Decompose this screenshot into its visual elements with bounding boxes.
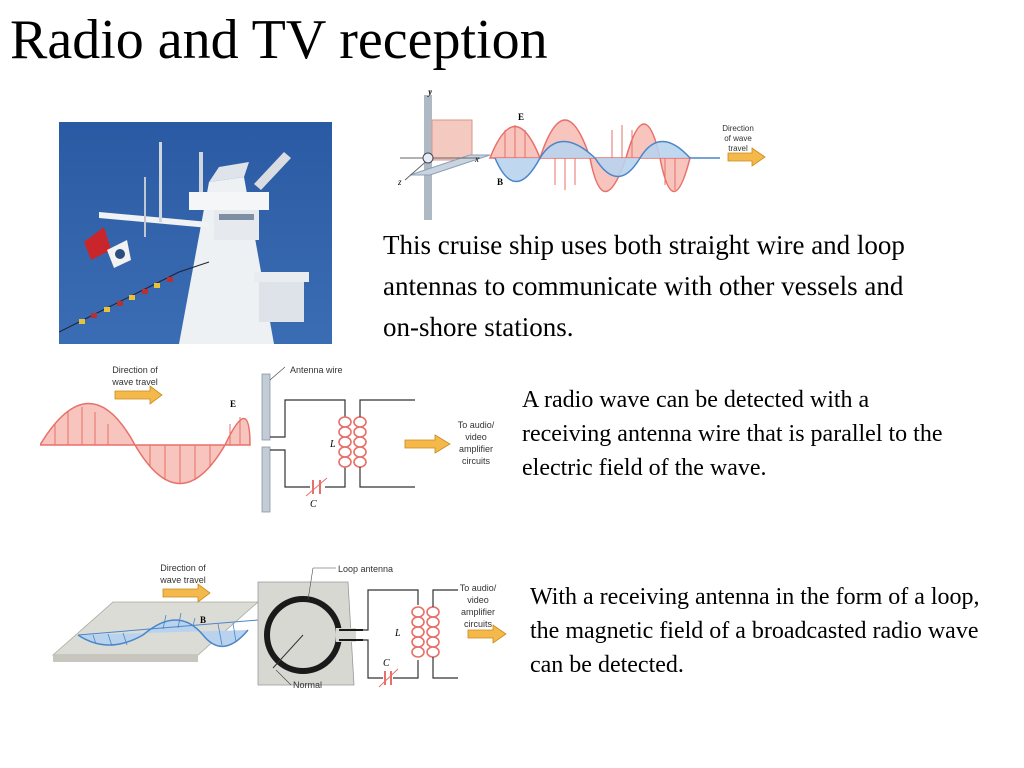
capacitor-label: C: [310, 499, 317, 510]
wire-caption: A radio wave can be detected with a rece…: [522, 387, 943, 481]
output-label-4: circuits: [464, 619, 493, 629]
direction-label-1: Direction of: [160, 563, 206, 573]
output-label-1: To audio/: [458, 420, 495, 430]
inductor-label: L: [394, 628, 401, 639]
capacitor-label: C: [383, 658, 390, 669]
direction-label-2: wave travel: [111, 377, 158, 387]
direction-label-2: wave travel: [159, 575, 206, 585]
output-label-3: amplifier: [461, 607, 495, 617]
slide-title: Radio and TV reception: [10, 9, 548, 71]
x-axis-label: x: [474, 154, 479, 164]
e-field-label: E: [518, 112, 524, 122]
normal-label: Normal: [293, 680, 322, 690]
direction-label-3: travel: [728, 144, 748, 153]
e-field-label: E: [230, 399, 236, 409]
b-field-label: B: [200, 615, 206, 625]
ship-antenna-photo: [59, 122, 332, 344]
wire-antenna-figure: E Direction of wave travel Antenna wire …: [38, 362, 510, 517]
direction-label-2: of wave: [724, 134, 752, 143]
loop-caption: With a receiving antenna in the form of …: [530, 584, 980, 678]
output-label-2: video: [467, 595, 489, 605]
inductor-label: L: [329, 439, 336, 450]
direction-label-1: Direction of: [112, 365, 158, 375]
antenna-label: Antenna wire: [290, 365, 343, 375]
em-wave-figure: y x z E B Direction of wave travel: [390, 85, 770, 225]
output-label-3: amplifier: [459, 444, 493, 454]
output-label-1: To audio/: [460, 583, 497, 593]
ship-caption: This cruise ship uses both straight wire…: [383, 230, 905, 342]
loop-antenna-figure: B Direction of wave travel Loop antenna …: [48, 560, 518, 700]
output-label-2: video: [465, 432, 487, 442]
loop-antenna-label: Loop antenna: [338, 564, 393, 574]
z-axis-label: z: [397, 177, 402, 187]
output-label-4: circuits: [462, 456, 491, 466]
y-axis-label: y: [427, 87, 432, 97]
direction-label-1: Direction: [722, 124, 754, 133]
b-field-label: B: [497, 177, 503, 187]
